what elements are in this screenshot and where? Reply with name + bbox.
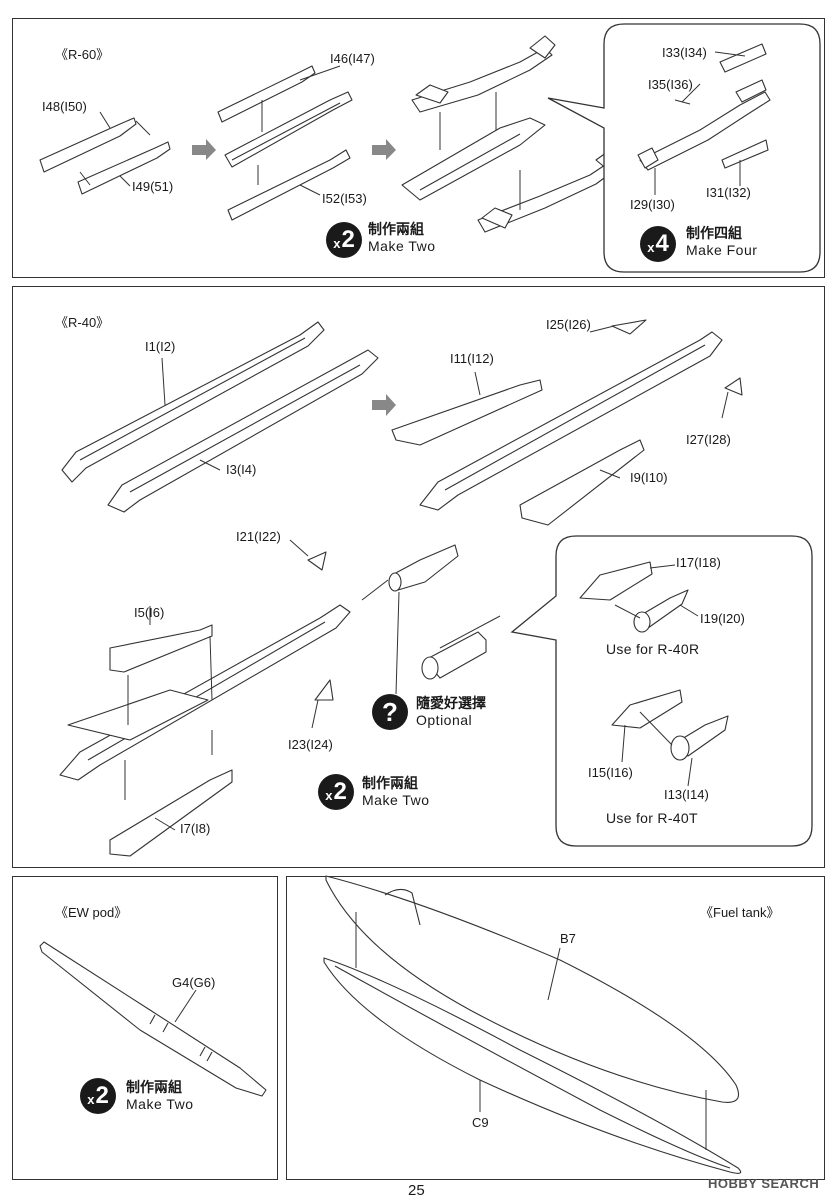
optional-question-icon: ?	[372, 694, 408, 730]
make-text-en: Make Four	[686, 242, 758, 259]
pylon-main	[224, 91, 353, 168]
part-label-g4: G4(G6)	[172, 975, 216, 990]
wing-rear-top	[67, 689, 209, 741]
part-label-i25: I25(I26)	[546, 317, 591, 332]
r40-half-i1	[61, 321, 325, 483]
fin-i23	[314, 679, 334, 701]
seeker-cone-b	[424, 631, 487, 679]
optional-text: 隨愛好選擇 Optional	[416, 696, 486, 728]
count-number: 2	[333, 778, 347, 805]
ew-title: 《EW pod》	[55, 905, 128, 920]
part-label-i29: I29(I30)	[630, 197, 675, 212]
make-text-en: Make Two	[368, 238, 436, 255]
part-label-i17: I17(I18)	[676, 555, 721, 570]
part-label-i19: I19(I20)	[700, 611, 745, 626]
part-label-b7: B7	[560, 931, 576, 946]
r40-title: 《R-40》	[55, 315, 110, 330]
part-label-i31: I31(I32)	[706, 185, 751, 200]
wing-i5	[109, 624, 213, 673]
multiply-sign: x	[325, 787, 333, 803]
part-label-i48: I48(I50)	[42, 99, 87, 114]
count-number: 2	[341, 226, 355, 253]
part-label-i13: I13(I14)	[664, 787, 709, 802]
wing-i11	[391, 379, 543, 446]
r40-assembled	[419, 331, 723, 511]
part-label-i33: I33(I34)	[662, 45, 707, 60]
r60-inset-make-text: 制作四組 Make Four	[686, 226, 757, 258]
fin-i21	[307, 551, 327, 571]
fin-i25	[611, 319, 647, 335]
part-label-i5: I5(I6)	[134, 605, 165, 620]
part-label-i3: I3(I4)	[226, 462, 257, 477]
step-arrow-2	[372, 139, 396, 160]
step-arrow-3	[372, 394, 396, 416]
multiply-sign: x	[333, 235, 341, 251]
part-label-i49: I49(51)	[132, 179, 174, 194]
note-r40r: Use for R-40R	[606, 641, 700, 657]
r40-body-i3	[107, 349, 379, 513]
make-text-cn: 制作兩組	[362, 776, 418, 792]
multiply-sign: x	[87, 1091, 95, 1107]
part-label-i1: I1(I2)	[145, 339, 176, 354]
part-label-i7: I7(I8)	[180, 821, 211, 836]
rail-i52	[227, 149, 351, 221]
part-label-i46: I46(I47)	[330, 51, 375, 66]
make-text-en: Make Two	[362, 792, 430, 809]
part-label-i11: I11(I12)	[450, 351, 494, 366]
fuel-tank-half-c9	[323, 957, 742, 1174]
seeker-i15	[611, 689, 683, 729]
multiply-sign: x	[647, 239, 655, 255]
r40-make-text: 制作兩組 Make Two	[362, 776, 430, 808]
watermark: HOBBY SEARCH	[708, 1176, 820, 1191]
make-text-en: Make Two	[126, 1096, 194, 1113]
rail-i46	[217, 65, 316, 123]
r60-missile-top	[411, 47, 553, 113]
make-text-cn: 制作四組	[686, 226, 742, 242]
wing-i7	[109, 769, 233, 857]
part-label-i21: I21(I22)	[236, 529, 281, 544]
part-label-i23: I23(I24)	[288, 737, 333, 752]
part-label-i52: I52(I53)	[322, 191, 367, 206]
part-label-i9: I9(I10)	[630, 470, 668, 485]
make-text-cn: 制作兩組	[368, 222, 424, 238]
wing-i9	[519, 439, 645, 526]
fuel-tank-half-b7	[325, 875, 740, 1103]
part-label-i15: I15(I16)	[588, 765, 633, 780]
rail-i48	[39, 117, 137, 173]
optional-text-cn: 隨愛好選擇	[416, 696, 486, 712]
fin-i27	[724, 377, 743, 396]
note-r40t: Use for R-40T	[606, 810, 698, 826]
step-arrow-1	[192, 139, 216, 160]
r60-make-text: 制作兩組 Make Two	[368, 222, 436, 254]
optional-text-en: Optional	[416, 712, 473, 729]
page-number: 25	[408, 1182, 425, 1199]
part-label-c9: C9	[472, 1115, 489, 1130]
count-number: 4	[655, 230, 669, 257]
rail-i49	[77, 141, 171, 195]
part-label-i35: I35(I36)	[648, 77, 693, 92]
ew-make-text: 制作兩組 Make Two	[126, 1080, 194, 1112]
part-label-i27: I27(I28)	[686, 432, 731, 447]
r60-title: 《R-60》	[55, 47, 110, 62]
count-number: 2	[95, 1082, 109, 1109]
make-text-cn: 制作兩組	[126, 1080, 182, 1096]
fuel-title: 《Fuel tank》	[700, 905, 780, 920]
